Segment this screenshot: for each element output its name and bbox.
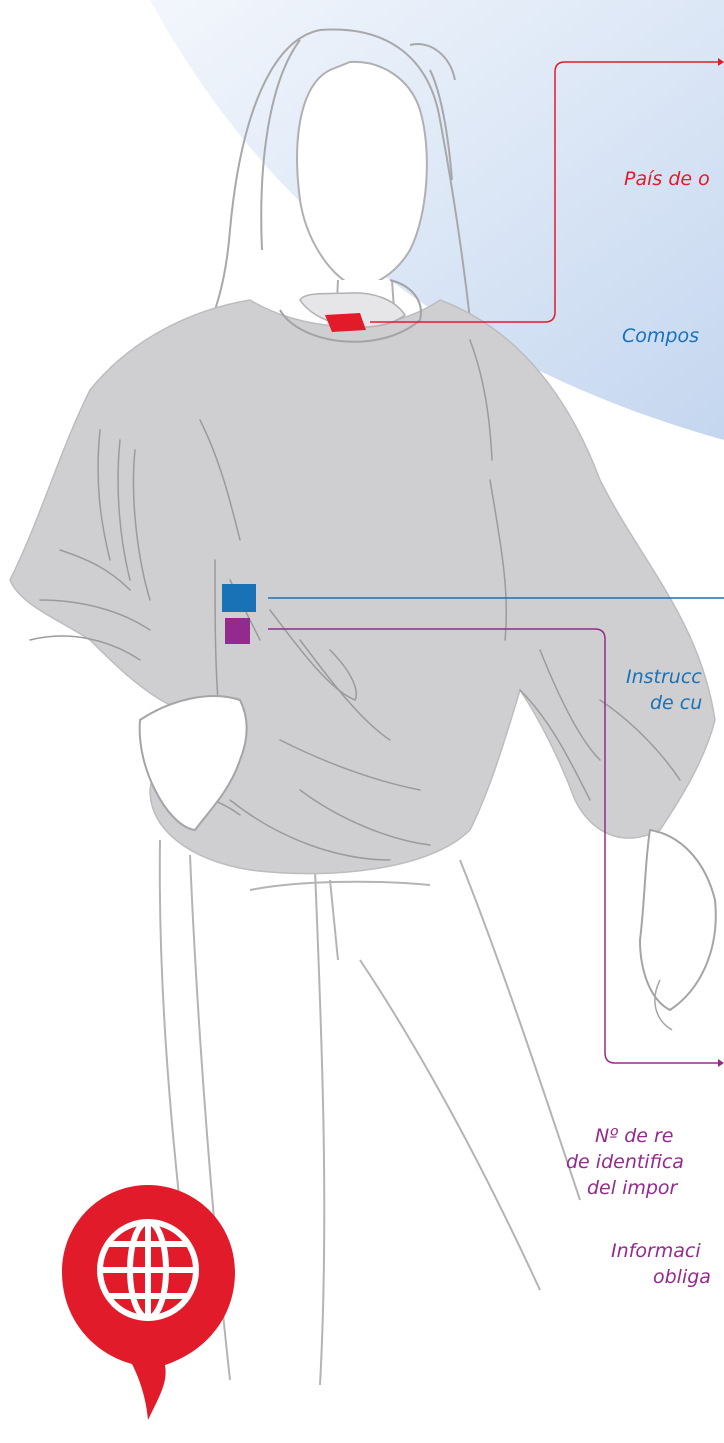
globe-speech-bubble-icon: [62, 1185, 235, 1420]
face-outline: [297, 62, 427, 286]
composition-label: Compos: [622, 323, 699, 349]
country-of-origin-label: País de o: [624, 166, 710, 192]
registration-label-line3: del impor: [587, 1175, 677, 1201]
neck-label-red: [325, 313, 366, 332]
care-instructions-label-line1: Instrucc: [626, 664, 702, 690]
care-label-blue: [222, 584, 256, 612]
care-instructions-label-line2: de cu: [650, 690, 702, 716]
registration-label-line2: de identifica: [566, 1149, 684, 1175]
importer-label-purple: [225, 618, 250, 644]
right-hand: [640, 830, 716, 1010]
jeans-pocket: [250, 880, 430, 960]
importer-connector-arrow: [718, 1059, 724, 1067]
mandatory-info-label-line2: obliga: [653, 1264, 711, 1290]
registration-label-line1: Nº de re: [595, 1123, 674, 1149]
mandatory-info-label-line1: Informaci: [611, 1238, 701, 1264]
